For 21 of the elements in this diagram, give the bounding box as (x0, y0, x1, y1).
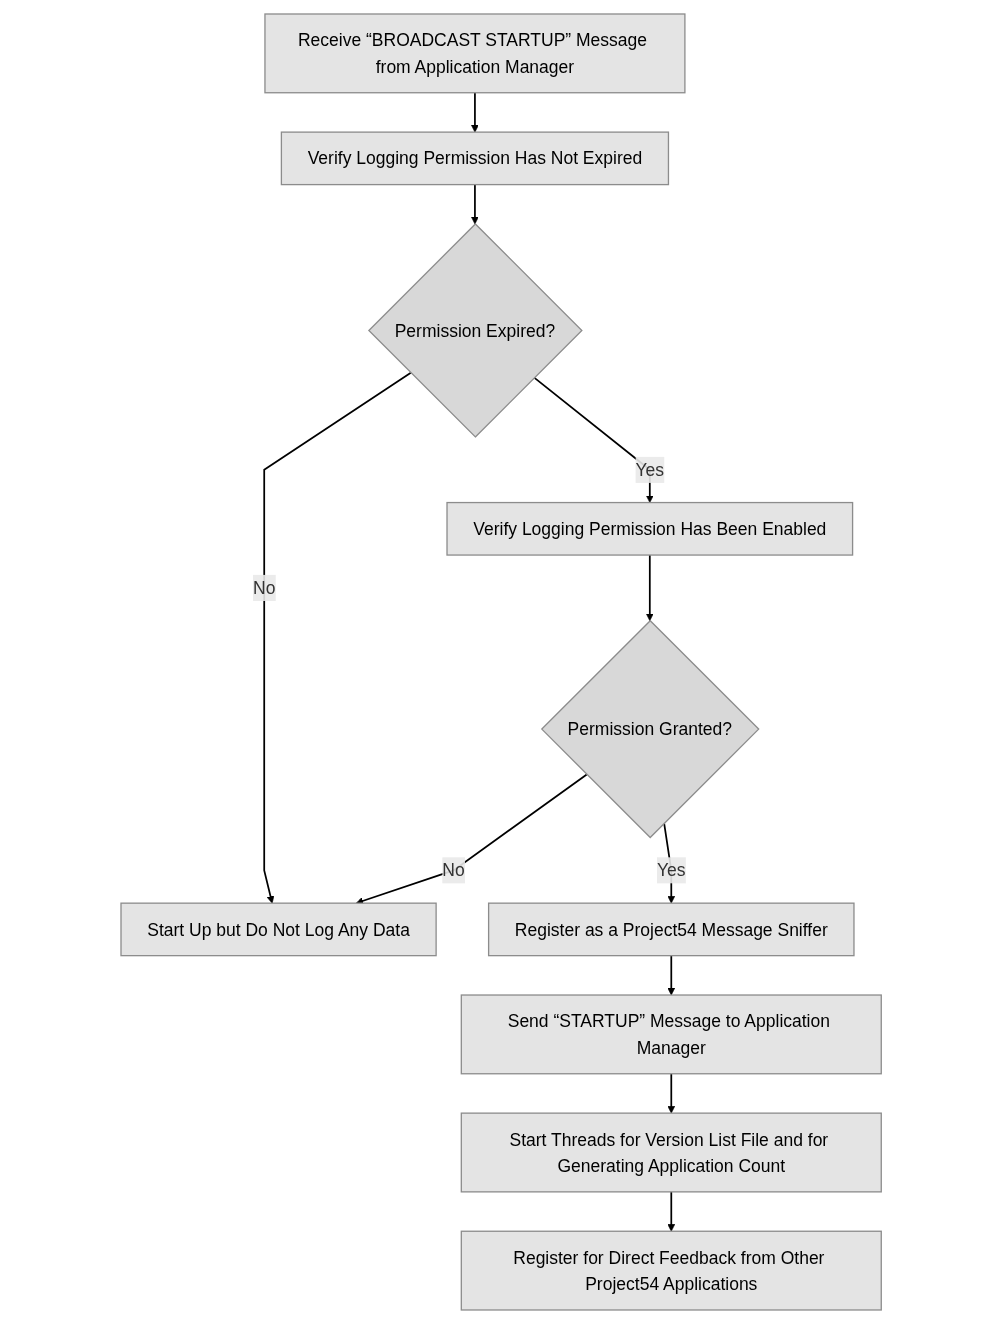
node-box: Start Threads for Version List File and for Generating Application Count (460, 1111, 882, 1193)
edge-label: No (252, 577, 276, 597)
node-box: Send “STARTUP” Message to Application Manager (460, 993, 882, 1074)
arrow (667, 1190, 675, 1232)
edge-label: Yes (635, 459, 664, 479)
edge-label: Yes (656, 860, 686, 880)
node-box: Verify Logging Permission Has Been Enabled (446, 501, 854, 556)
arrow (470, 91, 479, 132)
arrow (263, 371, 412, 903)
arrow (667, 1072, 675, 1113)
node-box: Start Up but Do Not Log Any Data (120, 902, 437, 956)
node-diamond: Permission Expired? (367, 222, 583, 438)
node-box: Verify Logging Permission Has Not Expired (280, 130, 669, 185)
arrow (667, 954, 675, 995)
node-box: Register as a Project54 Message Sniffer (487, 902, 855, 956)
arrow (645, 553, 654, 621)
node-box: Receive “BROADCAST STARTUP” Message from Application Manager (264, 12, 686, 93)
node-box: Register for Direct Feedback from Other Project54 Applications (460, 1230, 882, 1311)
arrow (470, 183, 479, 224)
edge-label: No (442, 860, 465, 880)
node-diamond: Permission Granted? (540, 619, 760, 838)
